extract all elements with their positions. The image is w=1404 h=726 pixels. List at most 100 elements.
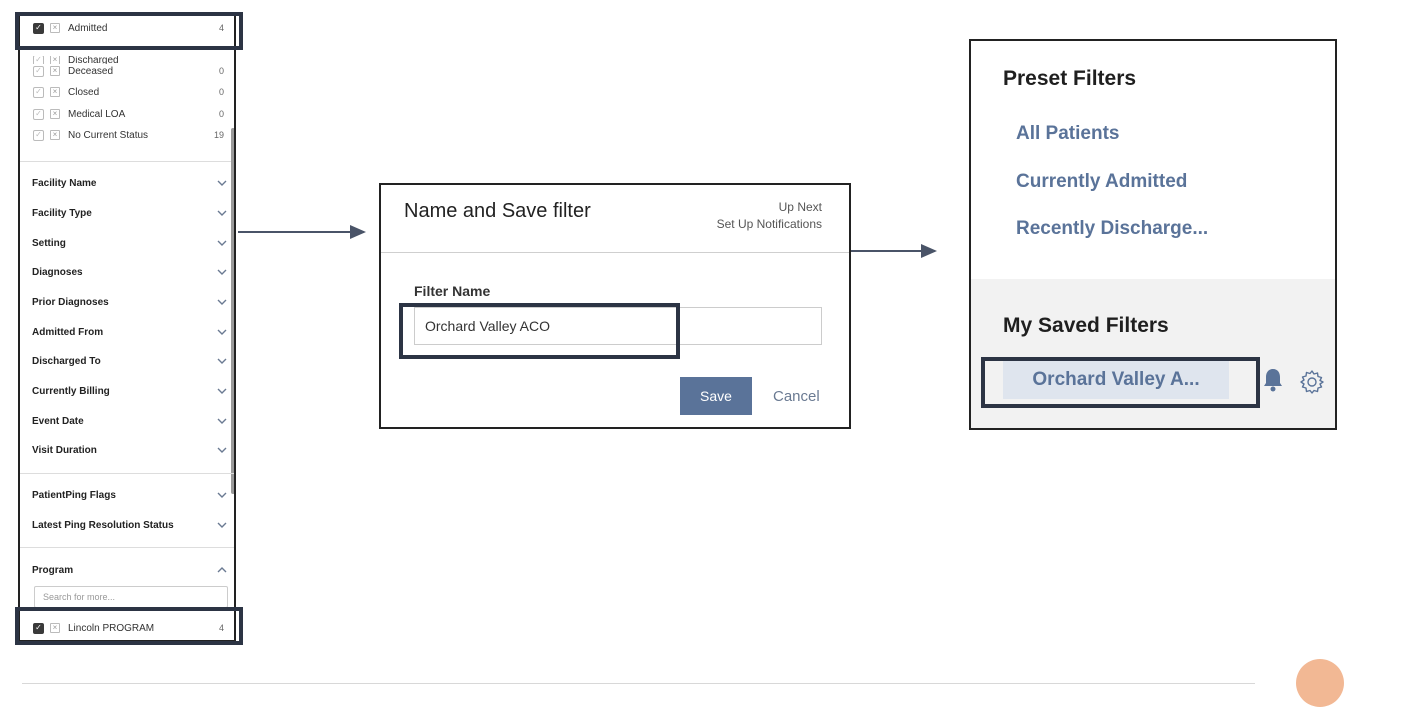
status-label: Admitted <box>68 22 108 34</box>
chevron-down-icon <box>217 240 227 246</box>
group-label: Facility Type <box>32 207 92 219</box>
status-filter-medical-loa[interactable]: ✓ × Medical LOA 0 <box>20 104 234 124</box>
filter-group-currently-billing[interactable]: Currently Billing <box>20 380 234 402</box>
program-search-input[interactable]: Search for more... <box>34 586 228 608</box>
status-filter-discharged[interactable]: ✓ × Discharged <box>20 56 234 64</box>
checkbox-checked-icon[interactable]: ✓ <box>33 22 44 34</box>
preset-recently-discharged[interactable]: Recently Discharge... <box>1016 218 1209 239</box>
filter-group-admitted-from[interactable]: Admitted From <box>20 321 234 343</box>
highlight-lincoln-program <box>15 607 243 645</box>
chevron-down-icon <box>217 522 227 528</box>
filter-group-diagnoses[interactable]: Diagnoses <box>20 261 234 283</box>
bell-icon[interactable] <box>1261 367 1285 393</box>
chevron-down-icon <box>217 299 227 305</box>
gear-icon[interactable] <box>1299 369 1325 395</box>
group-label: Diagnoses <box>32 266 83 278</box>
filter-group-facility-type[interactable]: Facility Type <box>20 202 234 224</box>
filter-panel: ✓ × Admitted 4 ✓ × Discharged ✓ × Deceas… <box>18 14 236 642</box>
status-count: 0 <box>218 109 224 119</box>
filter-group-discharged-to[interactable]: Discharged To <box>20 350 234 372</box>
status-filter-deceased[interactable]: ✓ × Deceased 0 <box>20 61 234 81</box>
status-count: 0 <box>218 66 224 76</box>
my-saved-filters-title: My Saved Filters <box>1003 314 1169 337</box>
status-label: Discharged <box>68 56 119 64</box>
group-label: Facility Name <box>32 177 97 189</box>
checkbox-icon[interactable]: ✓ <box>33 108 44 120</box>
filter-name-input[interactable]: Orchard Valley ACO <box>414 307 822 345</box>
divider <box>20 473 234 474</box>
checkbox-icon[interactable]: ✓ <box>33 56 44 64</box>
divider <box>20 161 234 162</box>
checkbox-icon[interactable]: ✓ <box>33 65 44 77</box>
chevron-down-icon <box>217 210 227 216</box>
status-count: 4 <box>218 23 224 33</box>
divider <box>20 547 234 548</box>
filter-group-patientping-flags[interactable]: PatientPing Flags <box>20 484 234 506</box>
program-item-lincoln[interactable]: ✓ × Lincoln PROGRAM 4 <box>20 618 234 638</box>
exclude-icon[interactable]: × <box>50 66 60 76</box>
group-label: Prior Diagnoses <box>32 296 109 308</box>
dialog-title: Name and Save filter <box>404 200 591 222</box>
up-next-value[interactable]: Set Up Notifications <box>716 217 822 231</box>
group-label: Latest Ping Resolution Status <box>32 519 174 531</box>
group-label: Setting <box>32 237 66 249</box>
filter-group-prior-diagnoses[interactable]: Prior Diagnoses <box>20 291 234 313</box>
exclude-icon[interactable]: × <box>50 87 60 97</box>
status-label: Closed <box>68 86 100 98</box>
status-filter-discharged-partial: ✓ × Discharged <box>20 56 234 64</box>
status-label: Deceased <box>68 65 114 77</box>
dialog-divider <box>381 252 849 253</box>
checkbox-icon[interactable]: ✓ <box>33 129 44 141</box>
status-count: 0 <box>218 87 224 97</box>
filter-name-label: Filter Name <box>414 283 491 299</box>
exclude-icon[interactable]: × <box>50 23 60 33</box>
checkbox-icon[interactable]: ✓ <box>33 86 44 98</box>
group-label: Program <box>32 564 74 576</box>
preset-all-patients[interactable]: All Patients <box>1016 123 1120 144</box>
chevron-up-icon <box>217 567 227 573</box>
preset-filters-title: Preset Filters <box>1003 67 1137 90</box>
up-next-label: Up Next <box>778 200 822 214</box>
group-label: Visit Duration <box>32 444 97 456</box>
exclude-icon[interactable]: × <box>50 56 60 64</box>
checkbox-checked-icon[interactable]: ✓ <box>33 622 44 634</box>
preset-currently-admitted[interactable]: Currently Admitted <box>1016 171 1188 192</box>
filter-group-visit-duration[interactable]: Visit Duration <box>20 439 234 461</box>
status-label: No Current Status <box>68 129 149 141</box>
filter-group-setting[interactable]: Setting <box>20 232 234 254</box>
group-label: Event Date <box>32 415 84 427</box>
exclude-icon[interactable]: × <box>50 109 60 119</box>
group-label: PatientPing Flags <box>32 489 116 501</box>
status-filter-no-current-status[interactable]: ✓ × No Current Status 19 <box>20 125 234 145</box>
chevron-down-icon <box>217 329 227 335</box>
program-count: 4 <box>218 623 224 633</box>
status-label: Medical LOA <box>68 108 126 120</box>
filter-group-program[interactable]: Program <box>20 559 234 581</box>
saved-filters-panel: Preset Filters All Patients Currently Ad… <box>969 39 1337 430</box>
group-label: Admitted From <box>32 326 104 338</box>
decorative-circle <box>1296 659 1344 707</box>
status-filter-admitted[interactable]: ✓ × Admitted 4 <box>20 18 234 38</box>
exclude-icon[interactable]: × <box>50 623 60 633</box>
filter-group-ping-resolution-status[interactable]: Latest Ping Resolution Status <box>20 514 234 536</box>
chevron-down-icon <box>217 388 227 394</box>
filter-group-facility-name[interactable]: Facility Name <box>20 172 234 194</box>
flow-arrow-1 <box>238 225 366 239</box>
chevron-down-icon <box>217 358 227 364</box>
status-count: 19 <box>213 130 224 140</box>
highlight-saved-filter <box>981 357 1260 408</box>
cancel-button[interactable]: Cancel <box>773 388 820 405</box>
group-label: Discharged To <box>32 355 101 367</box>
group-label: Currently Billing <box>32 385 110 397</box>
scrollbar[interactable] <box>231 128 234 494</box>
save-button[interactable]: Save <box>680 377 752 415</box>
exclude-icon[interactable]: × <box>50 130 60 140</box>
chevron-down-icon <box>217 180 227 186</box>
saved-filters-section <box>971 279 1335 428</box>
chevron-down-icon <box>217 492 227 498</box>
highlight-filter-name <box>399 303 680 359</box>
filter-group-event-date[interactable]: Event Date <box>20 410 234 432</box>
status-filter-closed[interactable]: ✓ × Closed 0 <box>20 82 234 102</box>
saved-filter-orchard-valley[interactable]: Orchard Valley A... <box>1003 361 1229 399</box>
chevron-down-icon <box>217 418 227 424</box>
